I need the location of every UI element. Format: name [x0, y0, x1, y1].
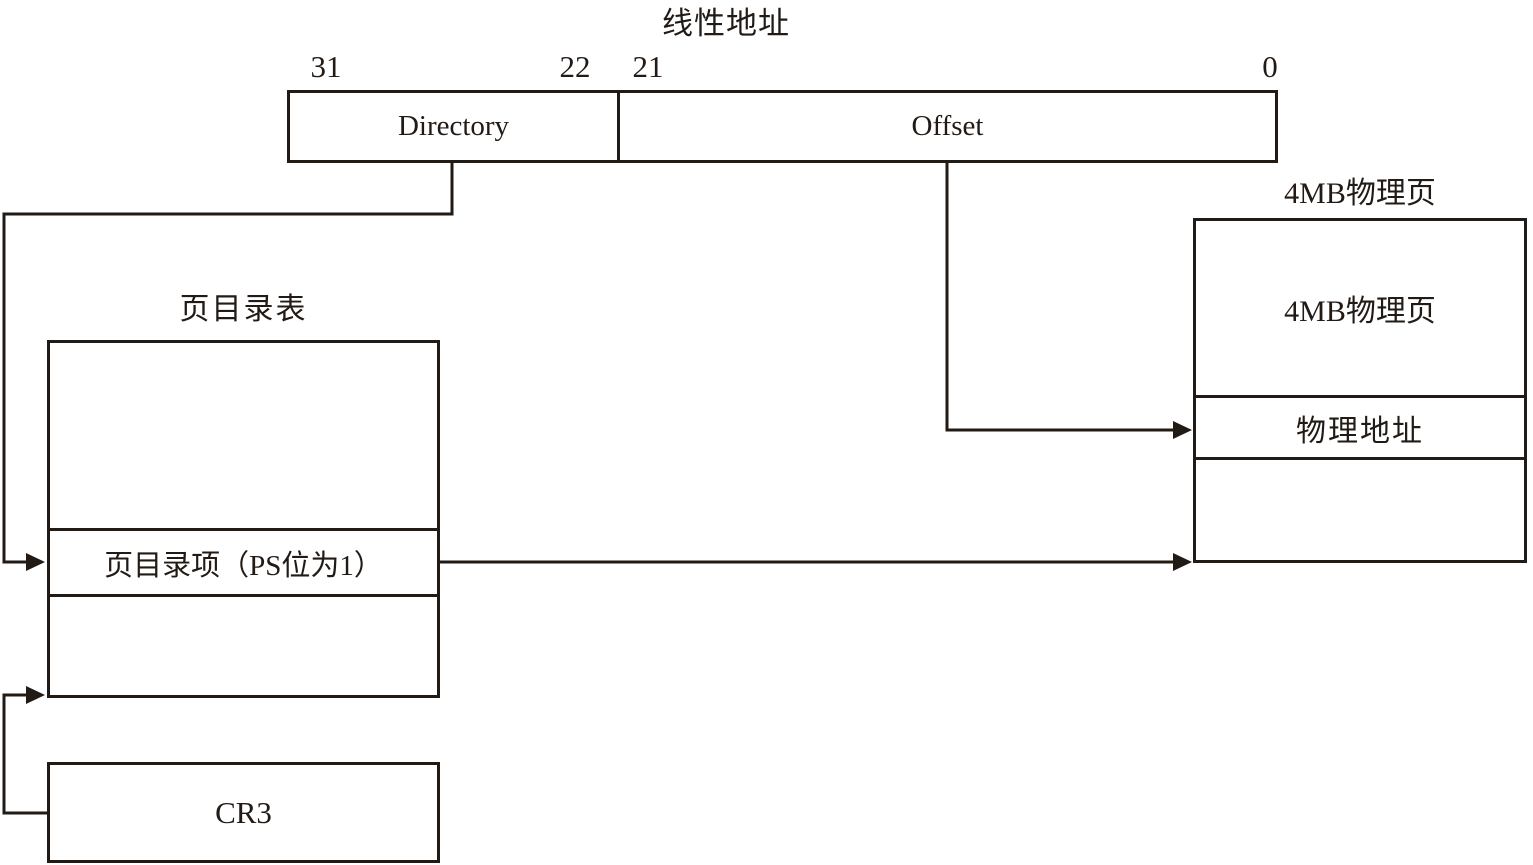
cr3-box: CR3: [47, 762, 440, 863]
page-directory-title: 页目录表: [179, 293, 308, 326]
offset-field: Offset: [911, 110, 984, 142]
physical-page-empty-section: [1196, 460, 1524, 560]
directory-field: Directory: [290, 93, 620, 160]
entry-arrowhead-icon: [1173, 553, 1192, 571]
linear-address-bar: Directory Offset: [287, 90, 1278, 163]
bit-label-0: 0: [1262, 49, 1278, 84]
offset-to-physical-address-connector: [945, 163, 1174, 432]
bit-label-31: 31: [310, 49, 342, 84]
page-directory-empty-bottom: [50, 597, 437, 695]
page-directory-empty-top: [50, 343, 437, 528]
physical-page-title: 4MB物理页: [1284, 177, 1436, 210]
cr3-to-table-connector: [2, 693, 47, 815]
physical-address-row: 物理地址: [1196, 395, 1524, 460]
cr3-arrowhead-icon: [26, 686, 45, 704]
page-directory-table: 页目录项（PS位为1）: [47, 340, 440, 698]
linear-address-title: 线性地址: [662, 5, 790, 41]
offset-arrowhead-icon: [1173, 421, 1192, 439]
page-directory-entry-row: 页目录项（PS位为1）: [50, 528, 437, 597]
bit-label-21: 21: [632, 49, 664, 84]
physical-page-box: 4MB物理页 物理地址: [1193, 218, 1527, 563]
physical-page-section: 4MB物理页: [1284, 295, 1436, 328]
bit-label-22: 22: [559, 49, 591, 84]
directory-arrowhead-icon: [26, 553, 45, 571]
